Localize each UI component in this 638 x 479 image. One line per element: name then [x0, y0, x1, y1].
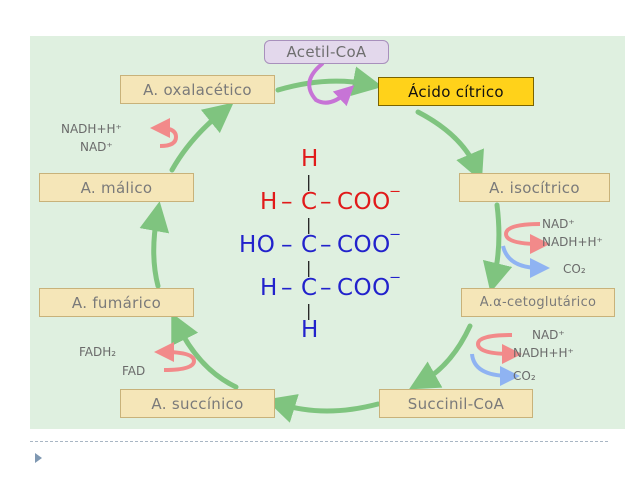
label-nadh-isocitrate: NADH+H⁺: [542, 235, 603, 249]
label-nad-isocitrate: NAD⁺: [542, 217, 575, 231]
arrow-akg-succinylcoa: [408, 323, 473, 390]
nad-arrow-akg: [475, 333, 522, 364]
mol-row1-charge: ⁻: [389, 183, 402, 209]
mol-row1-c: C: [301, 189, 318, 215]
mol-row1-coo: COO: [337, 189, 391, 215]
arrow-isocitrate-akg: [482, 202, 513, 293]
mol-row2-bond2: –: [320, 232, 332, 258]
label-nadh-malate: NADH+H⁺: [61, 122, 122, 136]
mol-row3-h: H: [260, 275, 278, 301]
label-co2-akg: CO₂: [513, 369, 536, 383]
arrow-oxalo-citrate: [275, 66, 383, 97]
label-nad-malate: NAD⁺: [80, 140, 113, 154]
label-nadh-akg: NADH+H⁺: [513, 346, 574, 360]
bullet-icon: [35, 453, 42, 463]
label-nad-akg: NAD⁺: [532, 328, 565, 342]
fad-arrow: [154, 342, 197, 372]
step-isocitrate: A. isocítrico: [459, 173, 610, 202]
step-alpha-ketoglutarate: A.α-cetoglutárico: [461, 288, 615, 317]
mol-row2-ho: HO: [239, 232, 276, 258]
mol-bond-bottom: |: [306, 301, 312, 320]
arrow-fumarate-malate: [139, 201, 170, 289]
mol-h-top: H: [301, 146, 319, 172]
mol-row1-bond1: –: [281, 189, 293, 215]
step-citrate: Ácido cítrico: [378, 77, 534, 106]
acetyl-coa-box: Acetil-CoA: [264, 40, 389, 64]
step-succinate: A. succínico: [120, 389, 275, 418]
mol-bond-mid2: |: [306, 258, 312, 277]
mol-row2-c: C: [301, 232, 318, 258]
mol-row3-charge: ⁻: [389, 269, 402, 295]
mol-row3-bond1: –: [281, 275, 293, 301]
arrow-malate-oxalo: [169, 102, 234, 173]
mol-bond-mid1: |: [306, 215, 312, 234]
mol-row2-coo: COO: [337, 232, 391, 258]
step-fumarate: A. fumárico: [39, 288, 194, 317]
acetyl-entry-arrow: [307, 62, 355, 107]
co2-arrow-isocitrate: [501, 245, 550, 278]
mol-row1-bond2: –: [320, 189, 332, 215]
mol-row1-h: H: [260, 189, 278, 215]
step-succinyl-coa: Succinil-CoA: [379, 389, 533, 418]
mol-row2-bond1: –: [281, 232, 293, 258]
mol-row3-c: C: [301, 275, 318, 301]
label-fad: FAD: [122, 364, 146, 378]
step-oxaloacetate: A. oxalacético: [120, 75, 275, 104]
co2-arrow-akg: [470, 353, 520, 386]
label-co2-isocitrate: CO₂: [563, 262, 586, 276]
nad-arrow-malate: [150, 118, 179, 148]
step-malate: A. málico: [39, 173, 194, 202]
mol-row2-charge: ⁻: [389, 226, 402, 252]
slide-separator: [30, 441, 608, 442]
label-fadh2: FADH₂: [79, 345, 117, 359]
mol-row3-bond2: –: [320, 275, 332, 301]
mol-row3-coo: COO: [337, 275, 391, 301]
arrow-succinylcoa-succinate: [265, 394, 381, 423]
arrow-citrate-isocitrate: [415, 109, 484, 182]
nad-arrow-isocitrate: [503, 222, 550, 254]
arrow-succinate-fumarate: [171, 312, 239, 390]
mol-bond-top: |: [306, 172, 312, 191]
mol-h-bottom: H: [301, 317, 319, 343]
